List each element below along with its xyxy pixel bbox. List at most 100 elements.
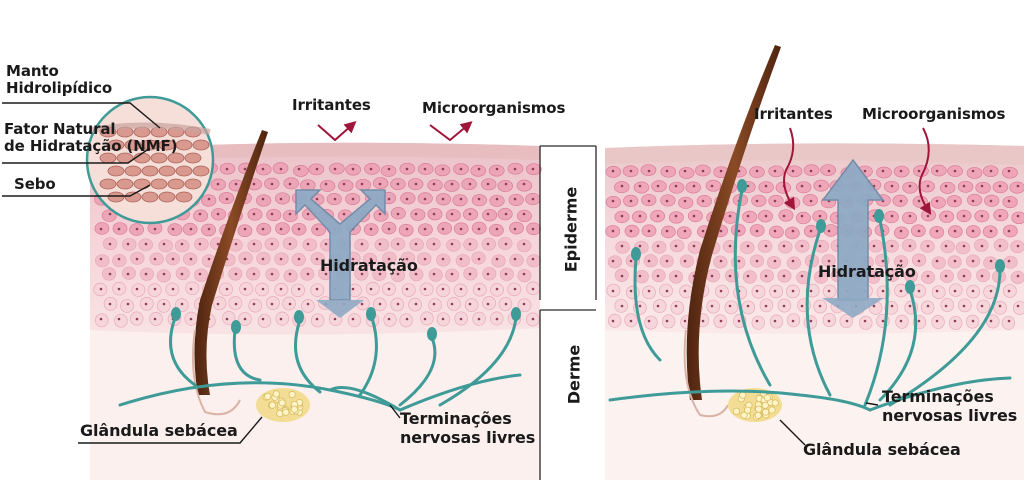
cell-nucleus bbox=[369, 227, 373, 231]
cell-nucleus bbox=[647, 199, 651, 203]
skin-cell bbox=[660, 165, 677, 178]
cell-nucleus bbox=[513, 257, 517, 261]
cell-nucleus bbox=[863, 319, 867, 323]
cell-nucleus bbox=[468, 302, 472, 306]
cell-nucleus bbox=[773, 229, 777, 233]
skin-cell bbox=[390, 268, 405, 283]
skin-cell bbox=[446, 238, 461, 252]
cell-nucleus bbox=[710, 274, 714, 278]
cell-nucleus bbox=[764, 184, 768, 188]
gland-lobule bbox=[290, 405, 298, 413]
cell-nucleus bbox=[252, 182, 256, 186]
cell-nucleus bbox=[360, 242, 364, 246]
cell-nucleus bbox=[252, 272, 256, 276]
skin-cell bbox=[275, 222, 290, 235]
skin-cell bbox=[517, 298, 532, 313]
skin-cell bbox=[455, 254, 471, 268]
cell-nucleus bbox=[818, 214, 822, 218]
cell-nucleus bbox=[701, 169, 705, 173]
corneocyte bbox=[150, 178, 168, 190]
cell-nucleus bbox=[962, 214, 966, 218]
cell-nucleus bbox=[234, 242, 238, 246]
cell-nucleus bbox=[935, 229, 939, 233]
cell-nucleus bbox=[153, 227, 157, 231]
skin-cell bbox=[428, 298, 442, 312]
skin-cell bbox=[464, 298, 479, 312]
cell-nucleus bbox=[270, 272, 274, 276]
cell-nucleus bbox=[611, 169, 615, 173]
cell-nucleus bbox=[710, 184, 714, 188]
cell-nucleus bbox=[953, 199, 957, 203]
cell-nucleus bbox=[117, 257, 121, 261]
cell-nucleus bbox=[917, 259, 921, 263]
cell-nucleus bbox=[899, 199, 903, 203]
cell-nucleus bbox=[144, 272, 148, 276]
cell-nucleus bbox=[917, 169, 921, 173]
cell-nucleus bbox=[791, 199, 795, 203]
cell-nucleus bbox=[791, 319, 795, 323]
cell-nucleus bbox=[845, 319, 849, 323]
cell-nucleus bbox=[944, 184, 948, 188]
cell-nucleus bbox=[252, 242, 256, 246]
cell-nucleus bbox=[441, 317, 445, 321]
cell-nucleus bbox=[989, 199, 993, 203]
cell-nucleus bbox=[477, 317, 481, 321]
cell-nucleus bbox=[432, 302, 436, 306]
cell-nucleus bbox=[944, 244, 948, 248]
cell-nucleus bbox=[674, 244, 678, 248]
cell-nucleus bbox=[432, 182, 436, 186]
cell-nucleus bbox=[719, 229, 723, 233]
cell-nucleus bbox=[423, 317, 427, 321]
cell-nucleus bbox=[890, 244, 894, 248]
leader-lines bbox=[2, 102, 879, 446]
cell-nucleus bbox=[495, 317, 499, 321]
cell-nucleus bbox=[980, 184, 984, 188]
cell-nucleus bbox=[989, 289, 993, 293]
skin-cell bbox=[275, 311, 290, 326]
cell-nucleus bbox=[162, 302, 166, 306]
skin-cell bbox=[651, 240, 667, 254]
cell-nucleus bbox=[117, 227, 121, 231]
cell-nucleus bbox=[611, 199, 615, 203]
cell-nucleus bbox=[288, 182, 292, 186]
label-glandula-right: Glândula sebácea bbox=[803, 440, 961, 459]
right-sebaceous-gland bbox=[728, 388, 782, 422]
skin-cell bbox=[383, 312, 397, 327]
cell-nucleus bbox=[414, 272, 418, 276]
cell-nucleus bbox=[351, 287, 355, 291]
cell-nucleus bbox=[387, 317, 391, 321]
skin-cell bbox=[319, 179, 336, 192]
cell-nucleus bbox=[531, 317, 535, 321]
cell-nucleus bbox=[297, 257, 301, 261]
skin-cell bbox=[482, 208, 498, 222]
corneocyte bbox=[158, 139, 176, 151]
skin-cell bbox=[482, 267, 497, 281]
cell-nucleus bbox=[683, 199, 687, 203]
left-nerve-endings bbox=[118, 316, 522, 412]
skin-cell bbox=[795, 181, 812, 194]
skin-cell bbox=[920, 300, 935, 315]
cell-nucleus bbox=[998, 244, 1002, 248]
skin-cell bbox=[993, 238, 1009, 252]
cell-nucleus bbox=[441, 227, 445, 231]
cell-nucleus bbox=[108, 272, 112, 276]
skin-cell bbox=[660, 225, 676, 239]
cell-nucleus bbox=[189, 227, 193, 231]
cell-nucleus bbox=[1007, 169, 1011, 173]
cell-nucleus bbox=[153, 287, 157, 291]
skin-cell bbox=[436, 283, 451, 298]
skin-cell bbox=[705, 179, 722, 192]
skin-cell bbox=[679, 254, 695, 268]
cell-nucleus bbox=[827, 259, 831, 263]
cell-nucleus bbox=[773, 289, 777, 293]
cell-nucleus bbox=[629, 319, 633, 323]
cell-nucleus bbox=[387, 257, 391, 261]
skin-cell bbox=[803, 315, 818, 330]
cell-nucleus bbox=[297, 227, 301, 231]
cell-nucleus bbox=[261, 197, 265, 201]
skin-cell bbox=[257, 313, 272, 328]
cell-nucleus bbox=[378, 242, 382, 246]
cell-nucleus bbox=[953, 229, 957, 233]
cell-nucleus bbox=[99, 227, 103, 231]
skin-cell bbox=[893, 226, 909, 240]
